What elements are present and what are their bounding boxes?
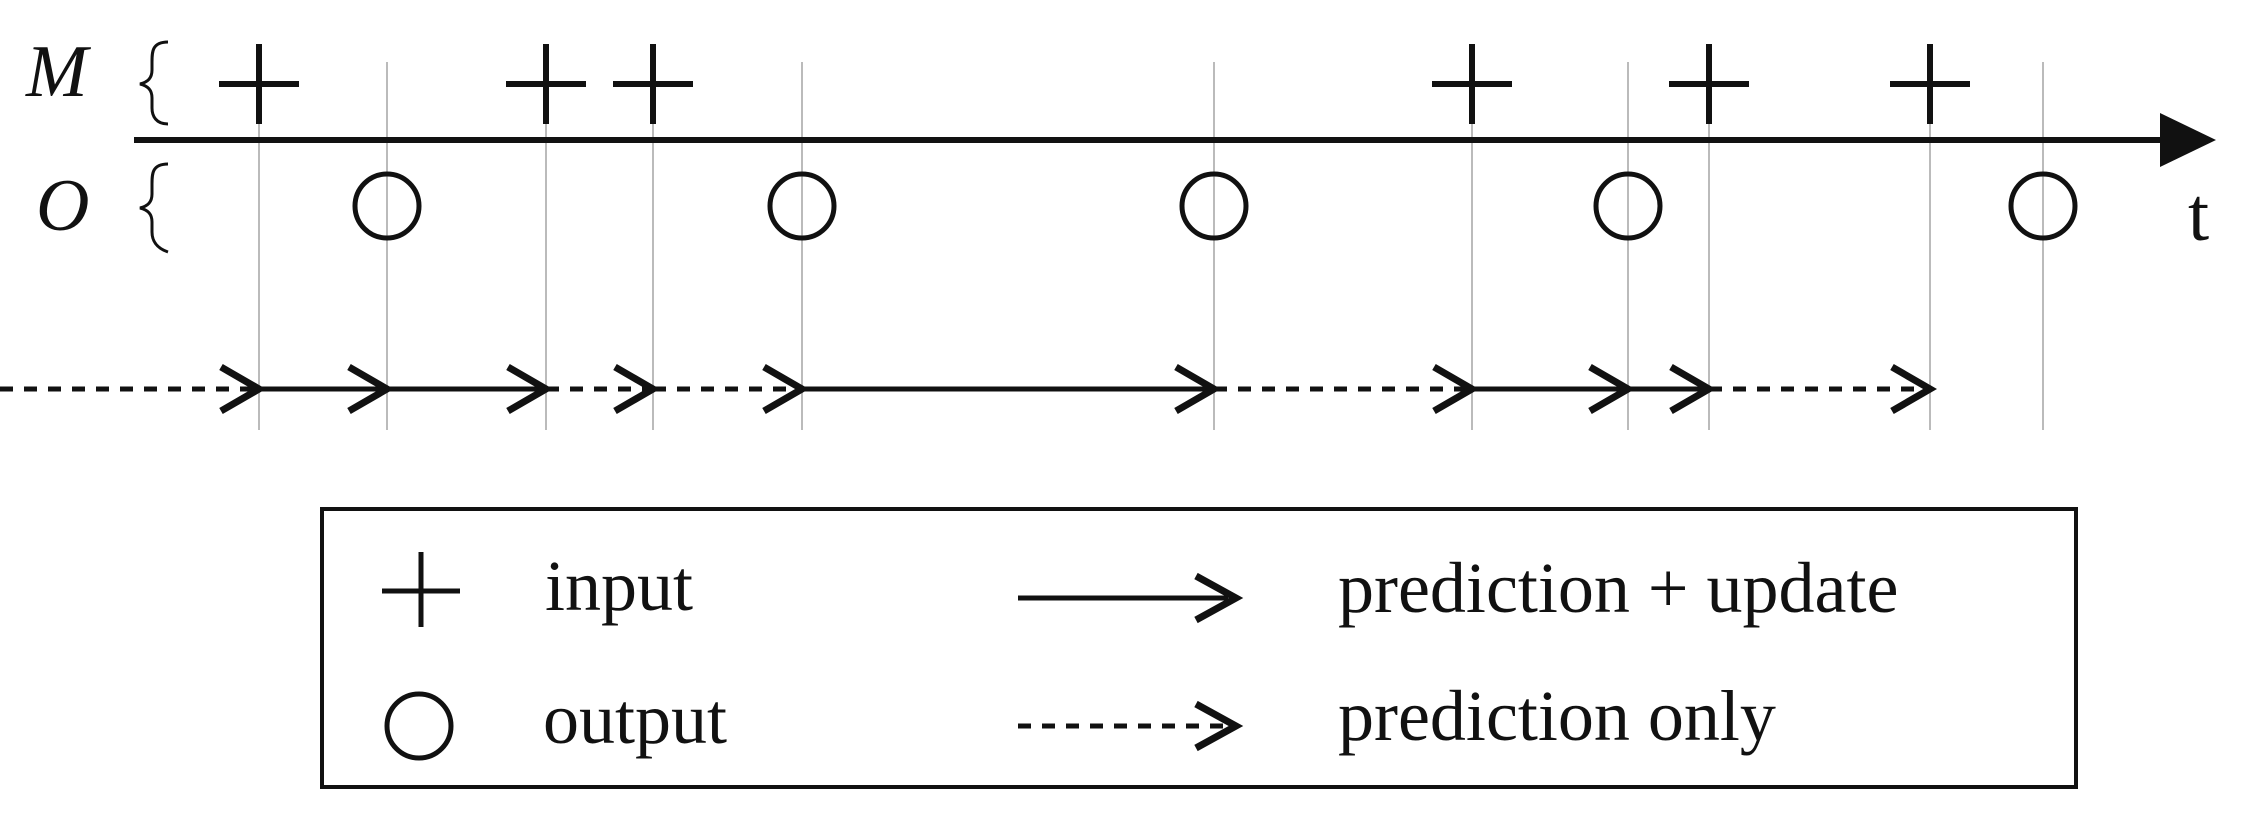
solid-arrow — [259, 363, 394, 415]
input-plus-icon — [1432, 44, 1512, 124]
legend-output-label: output — [543, 679, 727, 759]
output-row-brace — [139, 162, 169, 254]
input-plus-icon — [219, 44, 299, 124]
legend-dashed-arrow-icon — [1018, 700, 1244, 752]
input-plus-icon — [1890, 44, 1970, 124]
dashed-arrow — [1709, 363, 1937, 415]
solid-arrow — [1472, 363, 1635, 415]
legend-solid-label: prediction + update — [1338, 548, 1898, 628]
solid-arrow — [387, 363, 553, 415]
solid-arrow — [1628, 363, 1716, 415]
input-markers — [219, 44, 1970, 124]
output-circle-icon — [352, 171, 422, 241]
arrow-sequence — [0, 363, 1937, 415]
legend: input output prediction + update predict… — [320, 507, 2078, 789]
output-circle-icon — [767, 171, 837, 241]
output-circle-icon — [1593, 171, 1663, 241]
input-row-brace — [139, 40, 169, 126]
legend-box — [320, 507, 2078, 789]
output-markers — [352, 171, 2078, 241]
dashed-arrow — [0, 363, 266, 415]
legend-input-icon — [382, 552, 460, 627]
time-axis-arrowhead — [2160, 113, 2216, 167]
legend-input-label: input — [545, 546, 693, 626]
input-plus-icon — [506, 44, 586, 124]
solid-arrow — [802, 363, 1221, 415]
legend-output-icon — [384, 691, 454, 761]
input-row-label: M — [25, 31, 92, 113]
legend-dashed-label: prediction only — [1338, 676, 1776, 756]
output-row-label: O — [36, 165, 89, 247]
output-circle-icon — [2008, 171, 2078, 241]
output-circle-icon — [1179, 171, 1249, 241]
legend-solid-arrow-icon — [1018, 572, 1244, 624]
dashed-arrow — [1214, 363, 1479, 415]
time-axis-label: t — [2188, 173, 2209, 257]
input-plus-icon — [613, 44, 693, 124]
dashed-arrow — [653, 363, 809, 415]
input-plus-icon — [1669, 44, 1749, 124]
dashed-arrow — [546, 363, 660, 415]
